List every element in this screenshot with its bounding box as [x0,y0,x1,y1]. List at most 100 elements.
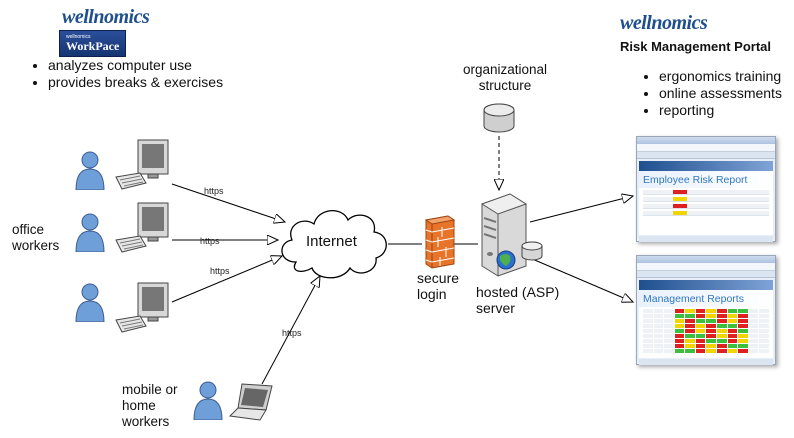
link-server-screen-2 [529,257,633,302]
heatmap-cell [759,314,769,318]
heatmap-cell [664,314,674,318]
heatmap-cell [695,329,706,333]
heatmap-cell [727,344,738,348]
heatmap-cell [748,349,759,353]
desktop-computer-icon [110,200,170,265]
portal-header-bar [639,280,773,290]
heatmap-cell [653,324,664,328]
report-row [643,190,769,195]
workpace-logo: wellnomics WorkPace [59,30,127,57]
org-structure-label: organizational structure [462,62,548,93]
heatmap-cell [738,324,748,328]
office-workers-label: office workers [12,222,60,253]
heatmap-cell [695,319,706,323]
heatmap-cell [748,314,759,318]
https-label-2: https [200,236,220,246]
risk-cell [673,204,687,208]
heatmap-cell [706,309,717,313]
heatmap-cell [685,314,695,318]
heatmap-cell [643,329,653,333]
heatmap-cell [727,314,738,318]
heatmap-cell [748,329,759,333]
heatmap-cell [664,309,674,313]
portal-header-bar [639,161,773,171]
heatmap-cell [738,349,748,353]
person-icon [74,150,106,195]
browser-page: Management Reports [639,280,773,365]
internet-cloud-icon [272,200,394,289]
heatmap-cell [759,344,769,348]
heatmap-cell [706,344,717,348]
firewall-icon [422,214,456,275]
management-report-title: Management Reports [639,290,773,307]
mobile-workers-label: mobile or home workers [122,382,178,429]
heatmap-cell [664,334,674,338]
heatmap-cell [643,349,653,353]
workpace-logo-small: wellnomics [66,34,91,40]
person-icon [192,380,224,425]
https-label-4: https [282,328,302,338]
risk-cell [673,211,687,215]
risk-cell [673,197,687,201]
heatmap-cell [706,329,717,333]
workpace-logo-text: WorkPace [66,39,120,53]
heatmap-cell [674,334,685,338]
heatmap-cell [653,319,664,323]
heatmap-cell [643,314,653,318]
heatmap-cell [759,309,769,313]
browser-address-bar [637,144,775,152]
https-label-3: https [210,266,230,276]
heatmap-cell [717,344,727,348]
heatmap-cell [727,329,738,333]
heatmap-cell [643,309,653,313]
management-report-screen: Management Reports [636,255,776,365]
server-label: hosted (ASP) server [476,284,560,316]
browser-statusbar [639,236,773,242]
heatmap-cell [738,344,748,348]
risk-cell [673,190,687,194]
heatmap-cell [664,324,674,328]
heatmap-cell [695,314,706,318]
heatmap-cell [706,324,717,328]
heatmap-cell [717,324,727,328]
https-label-1: https [204,186,224,196]
heatmap-cell [759,349,769,353]
heatmap-cell [674,324,685,328]
heatmap-cell [706,334,717,338]
browser-titlebar [637,137,775,144]
heatmap-cell [717,314,727,318]
heatmap-cell [664,339,674,343]
link-office-1 [171,183,285,222]
heatmap-cell [706,339,717,343]
heatmap-cell [653,309,664,313]
report-row [643,197,769,202]
feature-item: reporting [659,102,794,119]
heatmap-cell [685,329,695,333]
heatmap-cell [695,309,706,313]
heatmap-cell [674,329,685,333]
heatmap-cell [653,329,664,333]
heatmap-cell [674,339,685,343]
heatmap-cell [738,339,748,343]
heatmap-cell [695,344,706,348]
heatmap-cell [664,319,674,323]
heatmap-cell [738,329,748,333]
heatmap-cell [643,334,653,338]
heatmap-cell [738,314,748,318]
heatmap-cell [653,349,664,353]
browser-statusbar [639,359,773,365]
heatmap-cell [685,344,695,348]
heatmap-cell [717,339,727,343]
heatmap-cell [695,349,706,353]
feature-item: provides breaks & exercises [48,74,308,91]
heatmap-cell [759,339,769,343]
heatmap-cell [738,334,748,338]
heatmap-cell [685,309,695,313]
heatmap-cell [695,324,706,328]
heatmap-cell [759,329,769,333]
feature-item: analyzes computer use [48,57,308,74]
heatmap-cell [748,334,759,338]
desktop-computer-icon [110,280,170,345]
link-server-screen-1 [529,196,633,223]
